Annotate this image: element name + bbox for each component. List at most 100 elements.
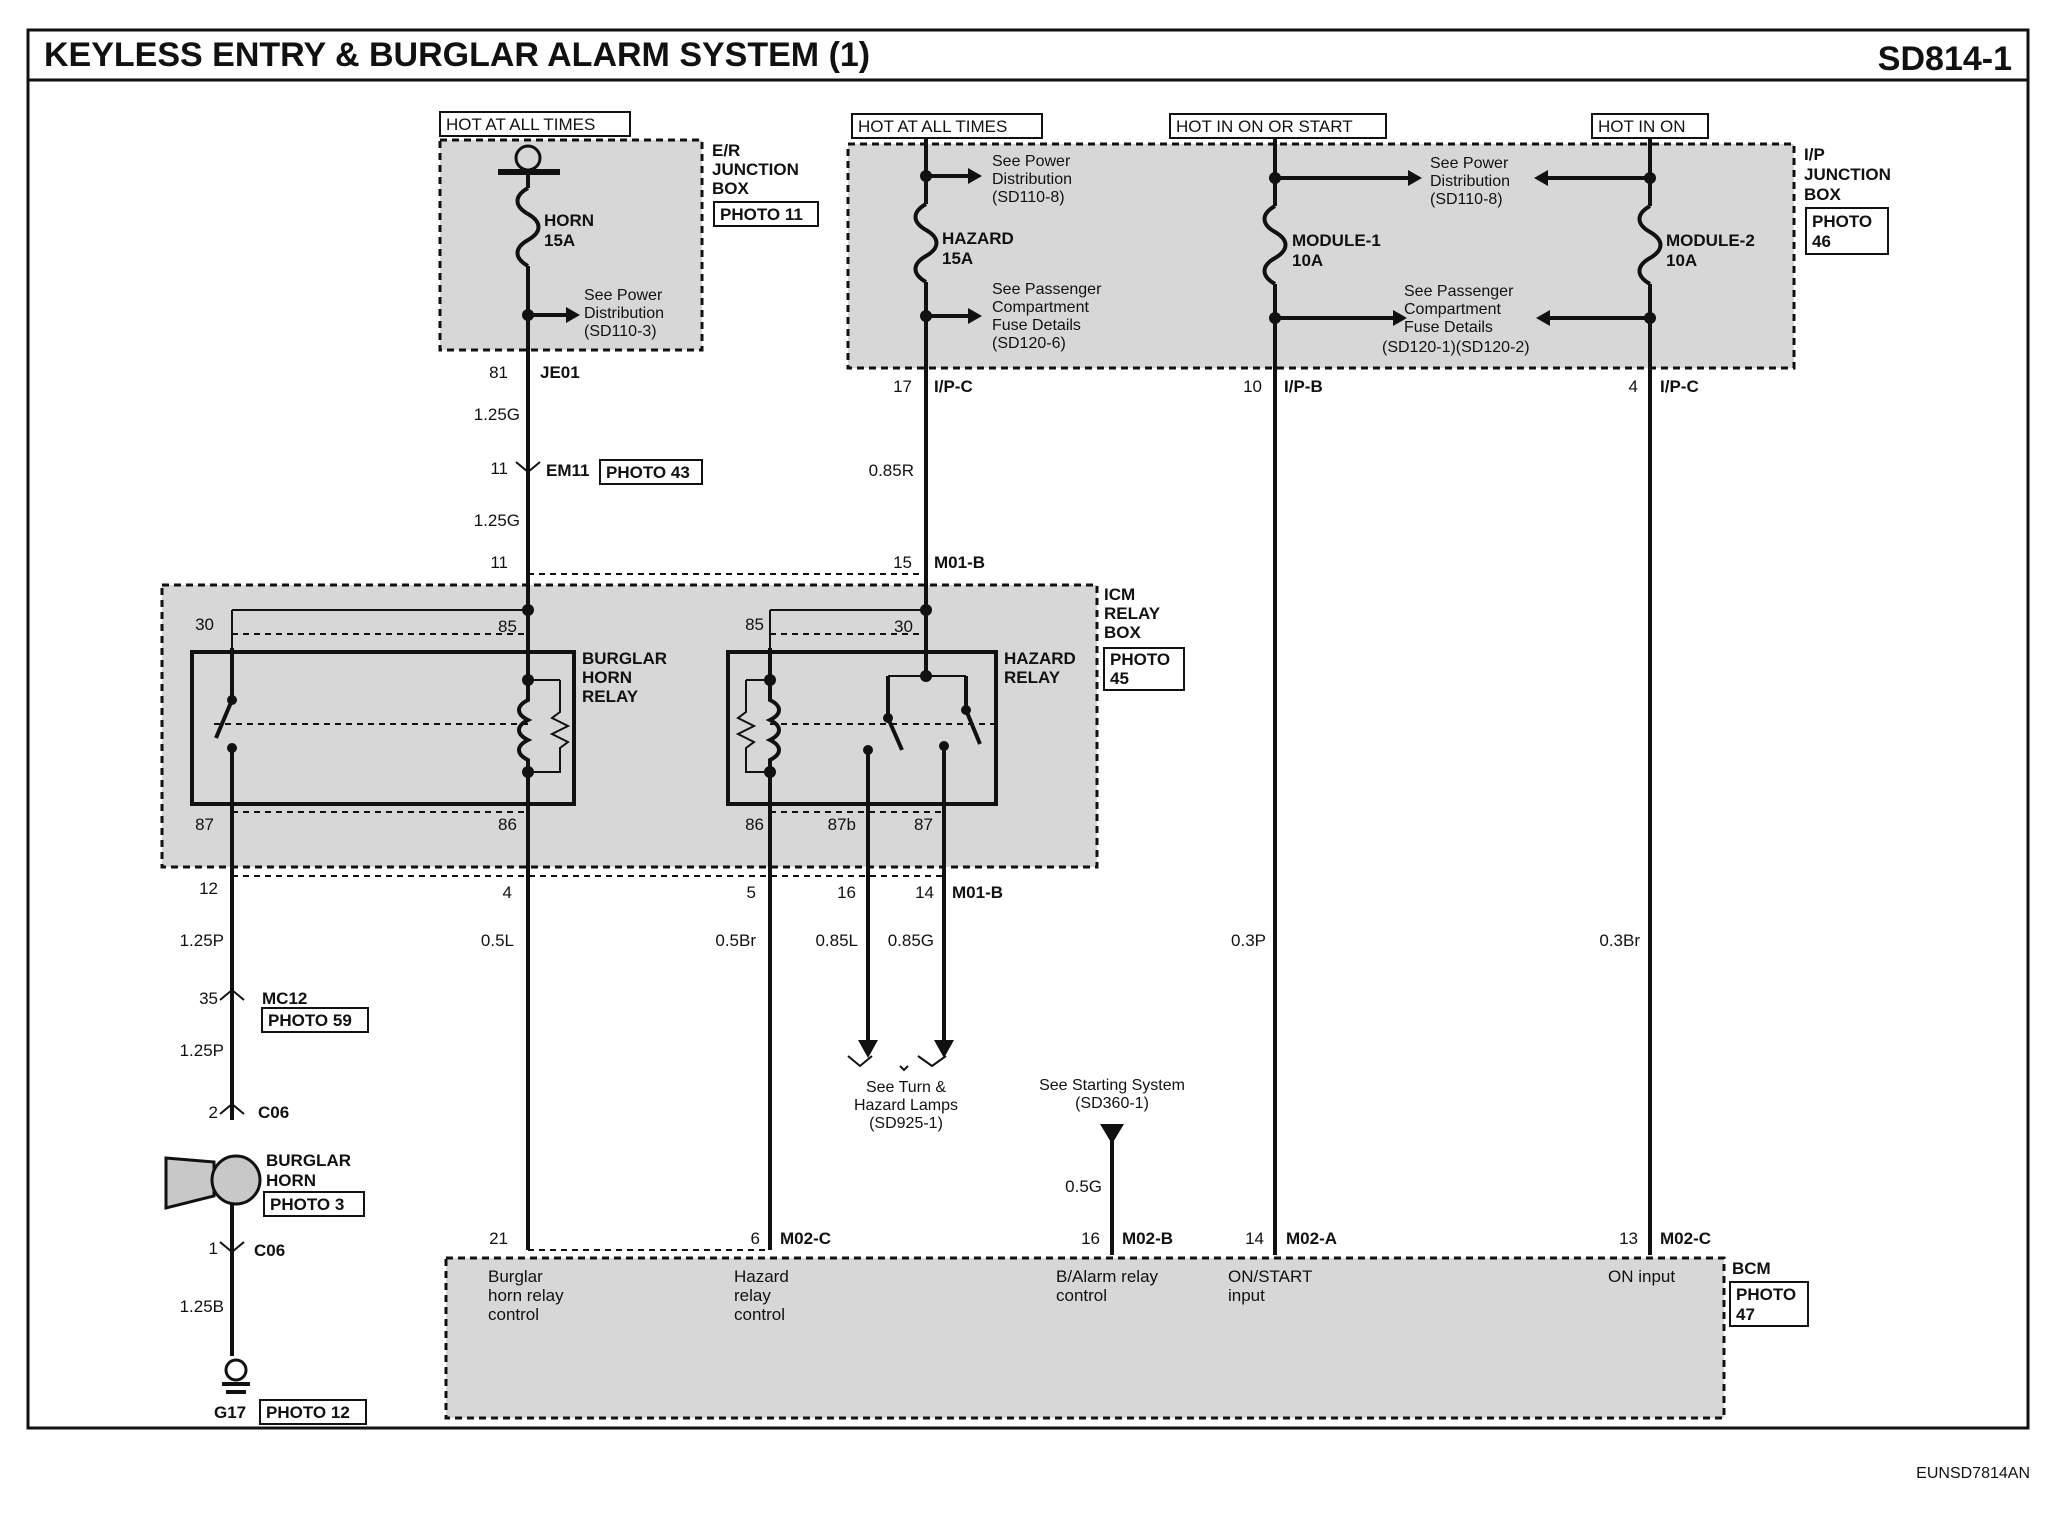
- hz-pin-30: 30: [894, 617, 913, 636]
- er-box-title-1: E/R: [712, 141, 740, 160]
- wire-label-03p: 0.3P: [1231, 931, 1266, 950]
- g17-photo: PHOTO 12: [266, 1403, 350, 1422]
- c06-label-2: C06: [254, 1241, 285, 1260]
- wire-label-05l: 0.5L: [481, 931, 514, 950]
- em11-label: EM11: [546, 461, 589, 480]
- er-junction-box: E/R JUNCTION BOX PHOTO 11 HORN 15A See P…: [438, 138, 819, 360]
- ip-note-d-3: Fuse Details: [1404, 319, 1493, 336]
- diagram-title: KEYLESS ENTRY & BURGLAR ALARM SYSTEM (1): [44, 36, 870, 74]
- ip-note-a-1: See Power: [992, 153, 1071, 170]
- wire-label-085l: 0.85L: [815, 931, 858, 950]
- ip-junction-box: I/P JUNCTION BOX PHOTO 46 HAZARD 15A See…: [846, 136, 1891, 1255]
- je01-pin: 81: [489, 363, 508, 382]
- icm-title-2: RELAY: [1104, 604, 1161, 623]
- em11-photo: PHOTO 43: [606, 463, 690, 482]
- turn-lamps-note-3: (SD925-1): [869, 1115, 943, 1132]
- icm-relay-box: ICM RELAY BOX PHOTO 45 BURGLAR HORN RELA…: [160, 575, 1185, 869]
- wire-label-05g: 0.5G: [1065, 1177, 1102, 1196]
- icm-title-1: ICM: [1104, 585, 1135, 604]
- m02a-label: M02-A: [1286, 1229, 1337, 1248]
- er-box-title-2: JUNCTION: [712, 160, 799, 179]
- tag-hot-all-times-1: HOT AT ALL TIMES: [446, 115, 595, 134]
- horn-photo: PHOTO 3: [270, 1195, 344, 1214]
- horn-fuse: [515, 186, 541, 268]
- icm-photo-2: 45: [1110, 669, 1129, 688]
- hazard-relay-coil: [765, 648, 781, 868]
- turn-lamps-note-2: Hazard Lamps: [854, 1097, 958, 1114]
- horn-fuse-name: HORN: [544, 211, 594, 230]
- c06-pin-1: 1: [209, 1239, 218, 1258]
- module1-fuse: [1262, 204, 1288, 286]
- bcm-pin-1-line-2: horn relay: [488, 1286, 564, 1305]
- icm-title-3: BOX: [1104, 623, 1142, 642]
- ip-note-c-2: Distribution: [1430, 173, 1510, 190]
- hazard-fuse-name: HAZARD: [942, 229, 1014, 248]
- bcm-pin-4-line-2: input: [1228, 1286, 1265, 1305]
- em11-pin: 11: [490, 459, 508, 478]
- diagram-frame: [26, 78, 2030, 1430]
- bcm-pin-2-line-3: control: [734, 1305, 785, 1324]
- ipb-label: I/P-B: [1284, 377, 1323, 396]
- ip-box-photo-2: 46: [1812, 232, 1831, 251]
- m01b-pin-12: 12: [199, 879, 218, 898]
- starting-note-2: (SD360-1): [1075, 1095, 1149, 1112]
- burglar-horn: BURGLAR HORN PHOTO 3: [164, 1151, 365, 1217]
- m01b-pin-15: 15: [893, 553, 912, 572]
- wire-label-125g-2: 1.25G: [474, 511, 520, 530]
- module1-fuse-name: MODULE-1: [1292, 231, 1381, 250]
- er-box-title-3: BOX: [712, 179, 750, 198]
- wire-label-03br: 0.3Br: [1599, 931, 1640, 950]
- ip-note-b-2: Compartment: [992, 299, 1089, 316]
- m02c-label-2: M02-C: [1660, 1229, 1711, 1248]
- horn-relay-label-1: BURGLAR: [582, 649, 667, 668]
- m01b-pin-5: 5: [747, 883, 756, 902]
- ipc-label-1: I/P-C: [934, 377, 973, 396]
- wire-label-085r: 0.85R: [869, 461, 914, 480]
- footer-id: EUNSD7814AN: [1916, 1465, 2030, 1482]
- er-note-1: See Power: [584, 287, 663, 304]
- c06-pin-2: 2: [209, 1103, 218, 1122]
- bcm-pin-3-line-1: B/Alarm relay: [1056, 1267, 1159, 1286]
- ip-note-b-3: Fuse Details: [992, 317, 1081, 334]
- hz-pin-87: 87: [914, 815, 933, 834]
- bcm-pin-1-line-1: Burglar: [488, 1267, 543, 1286]
- bcm-photo-2: 47: [1736, 1305, 1755, 1324]
- horn-label-2: HORN: [266, 1171, 316, 1190]
- hr-pin-86: 86: [498, 815, 517, 834]
- burglar-horn-relay: [190, 650, 576, 806]
- hazard-relay-label-1: HAZARD: [1004, 649, 1076, 668]
- m02b-pin: 16: [1081, 1229, 1100, 1248]
- m01b-label-1: M01-B: [934, 553, 985, 572]
- mc12-pin: 35: [199, 989, 218, 1008]
- ip-note-d-4: (SD120-1)(SD120-2): [1382, 339, 1530, 356]
- hz-pin-87b: 87b: [828, 815, 856, 834]
- er-note-2: Distribution: [584, 305, 664, 322]
- m02c-pin-21: 21: [489, 1229, 508, 1248]
- ip-box-title-3: BOX: [1804, 185, 1842, 204]
- horn-relay-label-3: RELAY: [582, 687, 639, 706]
- bcm-pin-2-line-2: relay: [734, 1286, 771, 1305]
- title-bar: KEYLESS ENTRY & BURGLAR ALARM SYSTEM (1)…: [26, 28, 2030, 82]
- horn-label-1: BURGLAR: [266, 1151, 351, 1170]
- ipb-pin: 10: [1243, 377, 1262, 396]
- module1-fuse-rating: 10A: [1292, 251, 1323, 270]
- wire-label-05br: 0.5Br: [715, 931, 756, 950]
- m01b-pin-16: 16: [837, 883, 856, 902]
- ip-note-b-4: (SD120-6): [992, 335, 1066, 352]
- ipc-pin-17: 17: [893, 377, 912, 396]
- bcm-pin-5-line-1: ON input: [1608, 1267, 1675, 1286]
- hazard-fuse-rating: 15A: [942, 249, 973, 268]
- ground-icon: [224, 1358, 248, 1382]
- bcm-title: BCM: [1732, 1259, 1771, 1278]
- m02c-label-1: M02-C: [780, 1229, 831, 1248]
- icm-photo-1: PHOTO: [1110, 650, 1170, 669]
- c06-label-1: C06: [258, 1103, 289, 1122]
- ip-note-d-1: See Passenger: [1404, 283, 1514, 300]
- mc12-photo: PHOTO 59: [268, 1011, 352, 1030]
- horn-relay-coil: [517, 680, 533, 790]
- hazard-relay: [726, 650, 998, 806]
- m02a-pin: 14: [1245, 1229, 1264, 1248]
- je01-label: JE01: [540, 363, 580, 382]
- hazard-fuse: [913, 202, 939, 284]
- hr-pin-85: 85: [498, 617, 517, 636]
